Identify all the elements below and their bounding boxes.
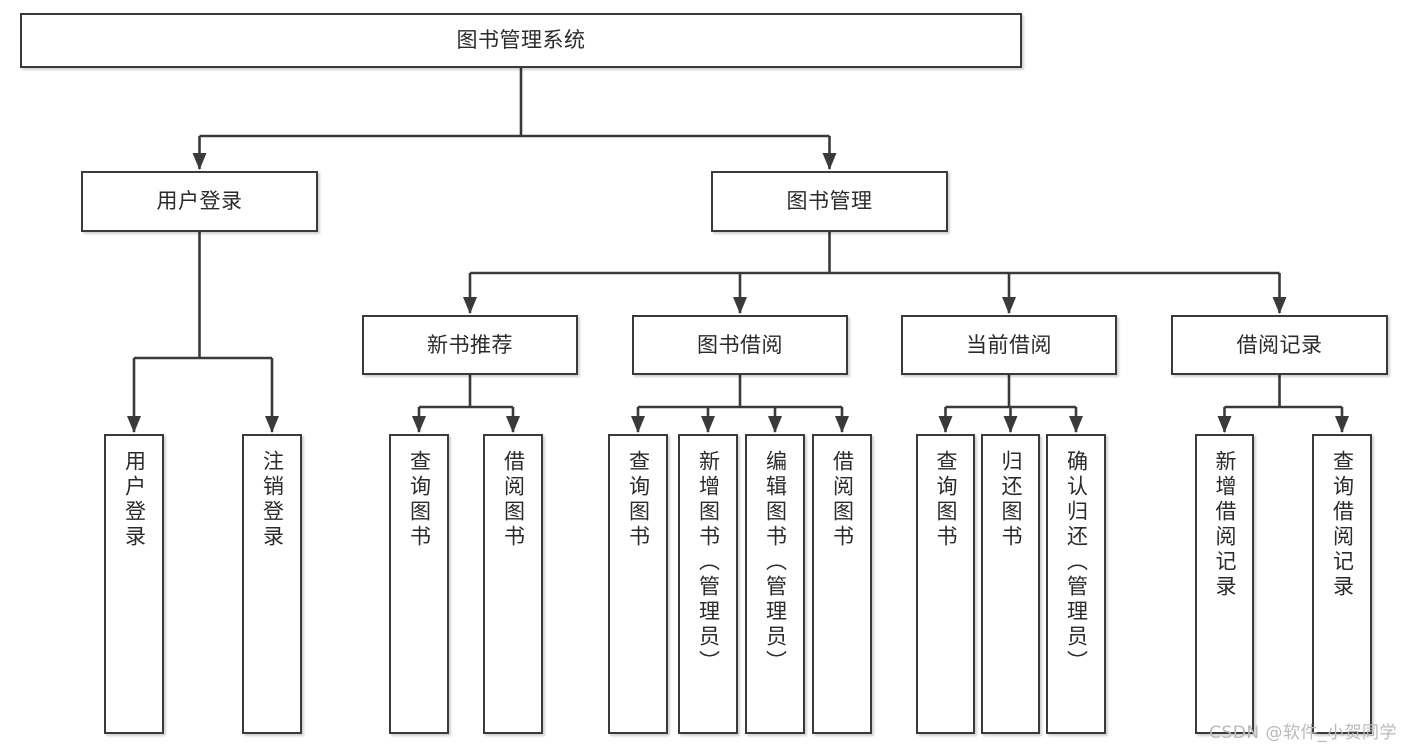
node-l-add[interactable]: 新增图书（管理员） <box>678 434 738 734</box>
node-label: 图书借阅 <box>697 332 783 357</box>
arrowhead-l-q3 <box>938 416 953 433</box>
node-label: 归还图书 <box>999 450 1023 550</box>
node-l-userlogin[interactable]: 用户登录 <box>104 434 164 734</box>
node-label: 用户登录 <box>122 450 147 550</box>
node-label: 确认归还（管理员） <box>1064 450 1089 675</box>
arrowhead-l-qrec <box>1335 416 1349 433</box>
node-label: 新增借阅记录 <box>1213 450 1237 600</box>
node-label: 查询图书 <box>626 450 651 550</box>
node-l-b2[interactable]: 借阅图书 <box>812 434 872 734</box>
node-current[interactable]: 当前借阅 <box>901 315 1117 375</box>
arrowhead-l-b2 <box>835 416 849 433</box>
node-l-qrec[interactable]: 查询借阅记录 <box>1312 434 1372 734</box>
node-l-confirm[interactable]: 确认归还（管理员） <box>1046 434 1106 734</box>
arrowhead-l-userlogin <box>127 416 141 433</box>
node-label: 图书管理系统 <box>456 28 586 53</box>
node-label: 编辑图书（管理员） <box>763 450 788 675</box>
arrowhead-l-return <box>1003 416 1018 433</box>
node-label: 新书推荐 <box>427 332 513 357</box>
arrowhead-l-b1 <box>506 416 520 433</box>
node-label: 注销登录 <box>260 450 285 550</box>
node-label: 新增图书（管理员） <box>696 450 721 675</box>
arrowhead-l-q1 <box>412 416 426 433</box>
arrowhead-records <box>1272 297 1287 314</box>
node-l-logout[interactable]: 注销登录 <box>242 434 302 734</box>
node-label: 当前借阅 <box>966 332 1052 357</box>
node-l-b1[interactable]: 借阅图书 <box>483 434 543 734</box>
node-label: 借阅图书 <box>830 450 855 550</box>
node-root[interactable]: 图书管理系统 <box>20 13 1022 68</box>
node-l-q2[interactable]: 查询图书 <box>608 434 668 734</box>
node-l-return[interactable]: 归还图书 <box>981 434 1040 734</box>
node-label: 借阅记录 <box>1236 332 1323 357</box>
arrowhead-login <box>192 153 207 170</box>
arrowhead-l-addrec <box>1217 416 1232 433</box>
node-newbook[interactable]: 新书推荐 <box>362 315 578 375</box>
node-records[interactable]: 借阅记录 <box>1171 315 1388 375</box>
node-l-addrec[interactable]: 新增借阅记录 <box>1195 434 1254 734</box>
node-label: 查询图书 <box>407 450 432 550</box>
arrowhead-newbook <box>463 297 477 314</box>
arrowhead-current <box>1002 297 1016 314</box>
arrowhead-l-logout <box>265 416 279 433</box>
node-login[interactable]: 用户登录 <box>81 171 318 232</box>
node-l-edit[interactable]: 编辑图书（管理员） <box>745 434 805 734</box>
node-borrow[interactable]: 图书借阅 <box>632 315 848 375</box>
arrowhead-l-add <box>701 416 715 433</box>
arrowhead-l-edit <box>768 416 782 433</box>
node-l-q1[interactable]: 查询图书 <box>389 434 449 734</box>
node-label: 图书管理 <box>786 189 873 214</box>
node-label: 借阅图书 <box>501 450 526 550</box>
arrowhead-l-q2 <box>631 416 645 433</box>
node-label: 用户登录 <box>156 189 243 214</box>
node-bookmgmt[interactable]: 图书管理 <box>711 171 948 232</box>
arrowhead-bookmgmt <box>822 153 837 170</box>
node-label: 查询借阅记录 <box>1330 450 1355 600</box>
arrowhead-borrow <box>733 297 747 314</box>
node-l-q3[interactable]: 查询图书 <box>916 434 975 734</box>
arrowhead-l-confirm <box>1069 416 1083 433</box>
node-label: 查询图书 <box>934 450 958 550</box>
